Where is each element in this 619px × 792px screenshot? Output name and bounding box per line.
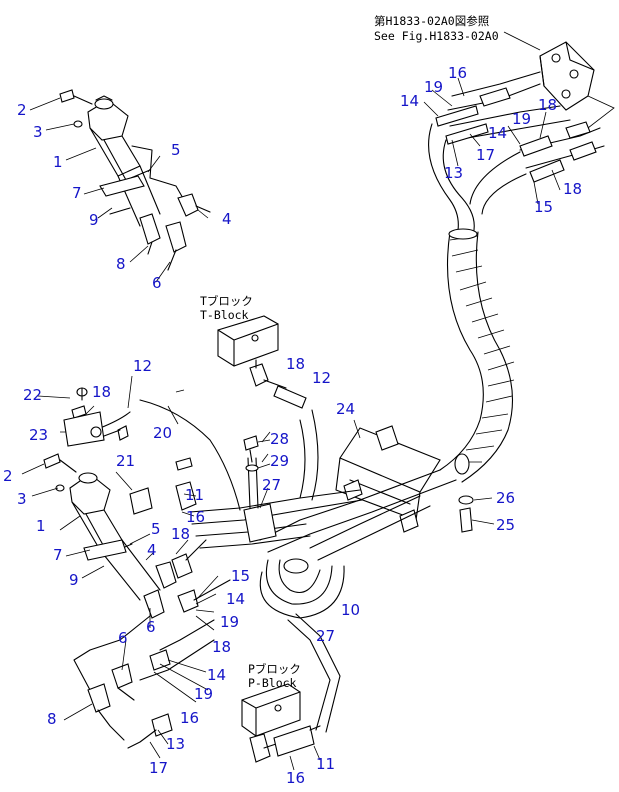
spiral-wrapped-hose (439, 228, 515, 483)
callout-number: 20 (153, 424, 173, 442)
t-block-label-jp: Tブロック (200, 294, 253, 308)
callout-number: 6 (118, 629, 128, 647)
callout-number: 9 (69, 571, 79, 589)
callout-number: 18 (538, 96, 558, 114)
t-block-label-en: T-Block (200, 308, 249, 322)
callout-number: 19 (194, 685, 214, 703)
callout-number: 5 (171, 141, 181, 159)
callout-number: 6 (146, 618, 156, 636)
callout-number: 27 (262, 476, 282, 494)
callout-number: 6 (152, 274, 162, 292)
callout-number: 18 (92, 383, 112, 401)
t-block (217, 315, 307, 409)
callout-number: 2 (3, 467, 13, 485)
callout-number: 15 (231, 567, 251, 585)
callout-number: 5 (151, 520, 161, 538)
p-block (241, 683, 321, 771)
callout-number: 22 (23, 386, 43, 404)
callout-number: 14 (226, 590, 246, 608)
reference-note-en: See Fig.H1833-02A0 (374, 29, 499, 43)
callout-number: 28 (270, 430, 290, 448)
callout-number: 4 (222, 210, 232, 228)
callout-number: 12 (133, 357, 153, 375)
callout-number: 16 (180, 709, 200, 727)
callout-number: 16 (286, 769, 306, 787)
callout-number: 7 (53, 546, 63, 564)
callout-number: 13 (444, 164, 464, 182)
callout-number: 18 (171, 525, 191, 543)
callout-number: 8 (116, 255, 126, 273)
upper-lever-assembly (29, 89, 211, 283)
callout-number: 12 (312, 369, 332, 387)
callout-number: 4 (147, 541, 157, 559)
callout-number: 19 (424, 78, 444, 96)
callout-number: 19 (220, 613, 240, 631)
reference-note-jp: 第H1833-02A0図参照 (374, 14, 490, 28)
p-block-label-en: P-Block (248, 676, 297, 690)
callout-number: 2 (17, 101, 27, 119)
callout-number: 16 (448, 64, 468, 82)
callout-number: 11 (185, 486, 205, 504)
callout-number: 18 (286, 355, 306, 373)
callout-number: 1 (53, 153, 63, 171)
callout-number: 19 (512, 110, 532, 128)
callout-number: 9 (89, 211, 99, 229)
callout-number: 21 (116, 452, 136, 470)
callout-number: 3 (17, 490, 27, 508)
hose-run-lower-right (259, 469, 457, 733)
callout-number: 27 (316, 627, 336, 645)
callout-number: 18 (563, 180, 583, 198)
callout-number: 14 (400, 92, 420, 110)
callout-number: 8 (47, 710, 57, 728)
callout-number: 13 (166, 735, 186, 753)
callout-number: 11 (316, 755, 336, 773)
callout-number: 18 (212, 638, 232, 656)
callout-number: 14 (207, 666, 227, 684)
callout-number: 23 (29, 426, 49, 444)
callout-number: 16 (186, 508, 206, 526)
callout-number: 29 (270, 452, 290, 470)
callout-number: 17 (476, 146, 496, 164)
callout-number: 14 (488, 124, 508, 142)
bolt-and-washer (458, 495, 495, 533)
callout-number: 15 (534, 198, 554, 216)
callout-number: 7 (72, 184, 82, 202)
callout-number: 10 (341, 601, 361, 619)
bolt-28-washer-29 (243, 435, 271, 472)
callout-number: 3 (33, 123, 43, 141)
callout-number: 26 (496, 489, 516, 507)
center-hose-bundle (99, 399, 363, 549)
callout-number: 24 (336, 400, 356, 418)
p-block-label-jp: Pブロック (248, 662, 301, 676)
callout-number: 25 (496, 516, 516, 534)
upper-right-valve-and-hoses (423, 31, 615, 231)
lower-lever-assembly (21, 375, 271, 759)
hose-bracket (335, 419, 441, 533)
callout-number: 1 (36, 517, 46, 535)
callout-number: 17 (149, 759, 169, 777)
